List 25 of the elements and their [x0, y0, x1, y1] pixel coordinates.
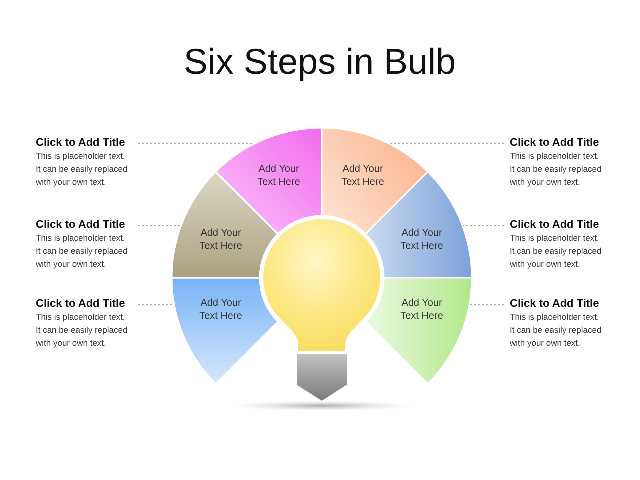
- leader-line: [138, 143, 256, 144]
- block-heading: Click to Add Title: [36, 219, 126, 232]
- segment-label: Add Your Text Here: [340, 163, 386, 189]
- block-heading: Click to Add Title: [36, 137, 126, 150]
- leader-line: [138, 304, 175, 305]
- leader-line: [388, 143, 504, 144]
- segment-label: Add Your Text Here: [400, 227, 444, 253]
- body-text: This is placeholder text. It can be easily replaced with your own text.: [510, 150, 603, 189]
- block-heading: Click to Add Title: [510, 219, 600, 232]
- body-text: This is placeholder text. It can be easily replaced with your own text.: [36, 232, 129, 271]
- segment-label: Add Your Text Here: [198, 297, 244, 323]
- title: Six Steps in Bulb: [184, 41, 456, 83]
- block-heading: Click to Add Title: [510, 137, 600, 150]
- block-heading: Click to Add Title: [510, 298, 600, 311]
- leader-line: [138, 225, 182, 226]
- leader-line: [469, 304, 504, 305]
- body-text: This is placeholder text. It can be easily replaced with your own text.: [510, 232, 603, 271]
- segment-label: Add Your Text Here: [256, 163, 302, 189]
- body-text: This is placeholder text. It can be easily replaced with your own text.: [36, 150, 129, 189]
- body-text: This is placeholder text. It can be easily replaced with your own text.: [510, 311, 603, 350]
- segment-label: Add Your Text Here: [198, 227, 244, 253]
- segment-label: Add Your Text Here: [400, 297, 444, 323]
- leader-line: [462, 225, 504, 226]
- body-text: This is placeholder text. It can be easily replaced with your own text.: [36, 311, 129, 350]
- block-heading: Click to Add Title: [36, 298, 126, 311]
